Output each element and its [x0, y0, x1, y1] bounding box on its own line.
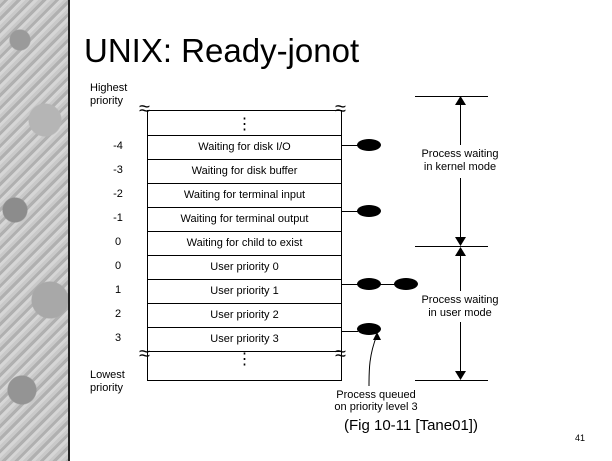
priority-row: User priority 1: [148, 279, 341, 303]
kernel-bracket-top: [415, 96, 488, 97]
user-caption: Process waiting: [421, 294, 499, 306]
priority-level: -3: [113, 164, 123, 176]
break-mark-bottom-right: ≈: [335, 343, 346, 365]
ellipsis-top: ⋮: [236, 116, 253, 133]
priority-level: 1: [114, 284, 122, 296]
priority-table: ⋮ Waiting for disk I/O Waiting for disk …: [147, 110, 342, 381]
mode-divider: [415, 246, 488, 247]
decorative-gear-sidebar: [0, 0, 70, 461]
user-caption-line2: in user mode: [428, 307, 492, 319]
ellipsis-bottom: ⋮: [236, 351, 253, 368]
priority-row-lower-empty: [148, 351, 341, 381]
priority-level: 3: [114, 332, 122, 344]
priority-level: -2: [113, 188, 123, 200]
priority-level: -4: [113, 140, 123, 152]
priority-row: Waiting for terminal input: [148, 183, 341, 207]
process-oval: [394, 278, 418, 290]
page-number: 41: [575, 433, 586, 443]
arrowhead-up-icon: [455, 247, 466, 256]
priority-row: User priority 3: [148, 327, 341, 351]
priority-level: 0: [114, 236, 122, 248]
process-oval: [357, 139, 381, 151]
kernel-arrow-up: [460, 97, 461, 145]
priority-row: User priority 0: [148, 255, 341, 279]
process-oval: [357, 323, 381, 335]
figure-caption: (Fig 10-11 [Tane01]): [344, 417, 478, 434]
priority-row: Waiting for terminal output: [148, 207, 341, 231]
priority-label-bottom: priority: [90, 382, 124, 394]
kernel-arrow-down: [460, 178, 461, 245]
queue-line: [342, 211, 358, 212]
break-mark-top-left: ≈: [139, 98, 150, 120]
process-oval: [357, 205, 381, 217]
user-bracket-bottom: [415, 380, 488, 381]
user-arrow-down: [460, 322, 461, 379]
priority-row: User priority 2: [148, 303, 341, 327]
highest-label: Highest: [90, 82, 128, 94]
queue-line: [342, 331, 358, 332]
queue-line: [342, 145, 358, 146]
arrowhead-down-icon: [455, 371, 466, 380]
slide-title: UNIX: Ready-jonot: [84, 32, 360, 69]
queued-caption: Process queued: [336, 389, 416, 401]
priority-label-top: priority: [90, 95, 124, 107]
priority-level: 0: [114, 260, 122, 272]
user-arrow-up: [460, 248, 461, 291]
priority-row: Waiting for disk I/O: [148, 135, 341, 159]
priority-level: 2: [114, 308, 122, 320]
lowest-label: Lowest: [90, 369, 125, 381]
queued-caption-line2: on priority level 3: [334, 401, 418, 413]
process-oval: [357, 278, 381, 290]
priority-row: Waiting for disk buffer: [148, 159, 341, 183]
queued-pointer-arrow: [368, 332, 381, 387]
kernel-caption-line2: in kernel mode: [423, 161, 497, 173]
arrowhead-down-icon: [455, 237, 466, 246]
kernel-caption: Process waiting: [421, 148, 499, 160]
break-mark-bottom-left: ≈: [139, 343, 150, 365]
break-mark-top-right: ≈: [335, 98, 346, 120]
priority-level: -1: [113, 212, 123, 224]
arrowhead-up-icon: [455, 96, 466, 105]
priority-row: Waiting for child to exist: [148, 231, 341, 255]
